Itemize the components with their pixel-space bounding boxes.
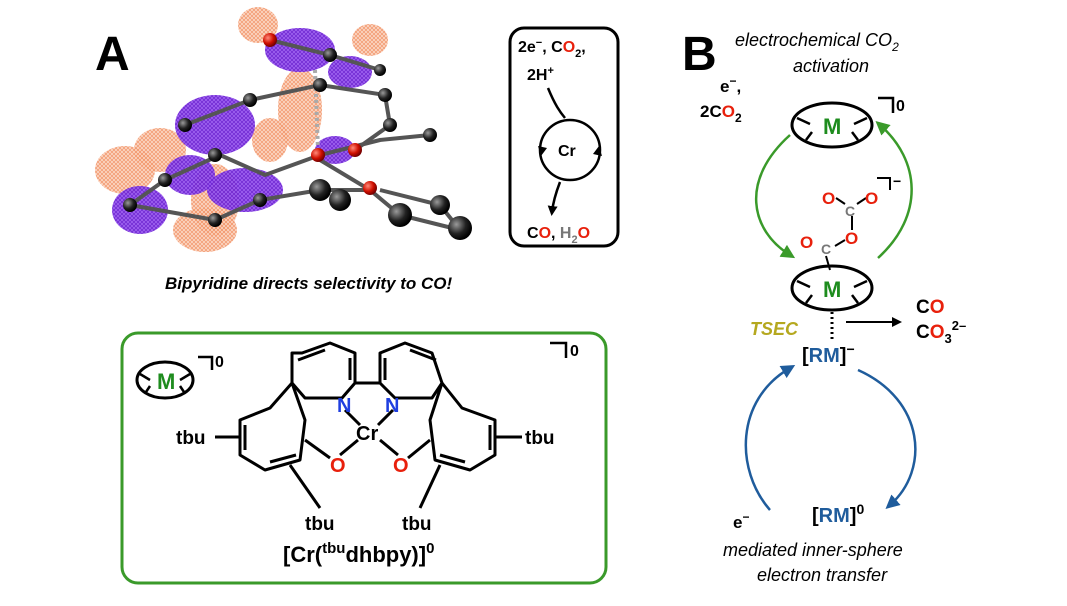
top-metal-label: M xyxy=(823,114,841,139)
cycle-center-label: Cr xyxy=(558,143,576,160)
charge-big: 0 xyxy=(570,343,579,360)
svg-text:C: C xyxy=(845,203,855,219)
atom-n-right: N xyxy=(385,395,399,417)
input-co2: 2CO2 xyxy=(700,102,742,125)
mid-metal-label: M xyxy=(823,277,841,302)
cycle-box: 2e−, CO2, 2H+ Cr CO, H2O xyxy=(508,26,620,248)
blue-arrow-right xyxy=(857,368,917,509)
tbu-right: tbu xyxy=(525,428,555,449)
compound-name: [Cr(tbudhbpy)]0 xyxy=(283,540,434,567)
svg-text:−: − xyxy=(893,173,901,189)
input-electron: e−, xyxy=(720,74,741,96)
charge-small: 0 xyxy=(215,354,224,371)
panel-a-letter: A xyxy=(95,28,130,81)
footer-line2: electron transfer xyxy=(757,565,888,585)
svg-text:O: O xyxy=(845,229,858,248)
panel-b-title-line1: electrochemical CO2 xyxy=(735,30,899,54)
panel-b-title-line2: activation xyxy=(793,56,869,76)
orbital-lobe-orange xyxy=(252,118,288,162)
orbital-rendering xyxy=(95,7,472,252)
tbu-bottom-left: tbu xyxy=(305,514,335,535)
atom-cr: Cr xyxy=(356,423,378,445)
bottom-electron: e− xyxy=(733,510,749,532)
atom-o-right: O xyxy=(393,455,409,477)
cycle-reagents-line2: 2H+ xyxy=(527,65,554,84)
co2-adduct: O C O − O C O xyxy=(800,173,901,271)
metal-label: M xyxy=(157,369,175,394)
structure-box: M 0 0 xyxy=(120,331,608,585)
svg-text:O: O xyxy=(822,189,835,208)
atom-o-left: O xyxy=(330,455,346,477)
top-charge: 0 xyxy=(896,98,905,115)
product-co: CO xyxy=(916,297,945,318)
footer-line1: mediated inner-sphere xyxy=(723,540,903,560)
green-arrow-right xyxy=(875,121,913,259)
orbital-lobe-orange xyxy=(278,68,322,152)
atom-n-left: N xyxy=(337,395,351,417)
top-metal-complex: M 0 xyxy=(790,96,905,149)
tsec-label: TSEC xyxy=(750,319,799,339)
rm-minus: [RM]− xyxy=(802,341,855,367)
metal-ellipse-icon xyxy=(135,360,195,400)
tbu-bottom-right: tbu xyxy=(402,514,432,535)
cycle-reagents-line1: 2e−, CO2, xyxy=(518,37,586,60)
orbital-lobe-orange xyxy=(352,24,388,56)
svg-text:C: C xyxy=(821,241,831,257)
tbu-left: tbu xyxy=(176,428,206,449)
green-arrow-left xyxy=(754,134,796,259)
panel-b-letter: B xyxy=(682,28,717,81)
orbital-lobe-purple xyxy=(265,28,335,72)
orbital-lobe-purple xyxy=(112,186,168,234)
orbital-lobe-purple xyxy=(175,95,255,155)
svg-text:O: O xyxy=(865,189,878,208)
rm-zero: [RM]0 xyxy=(812,501,864,527)
svg-text:O: O xyxy=(800,233,813,252)
blue-arrow-left xyxy=(744,364,796,511)
cycle-products: CO, H2O xyxy=(527,225,590,246)
product-co3: CO32– xyxy=(916,318,966,346)
panel-a-caption: Bipyridine directs selectivity to CO! xyxy=(165,274,453,293)
mid-metal-complex: M xyxy=(790,264,874,340)
